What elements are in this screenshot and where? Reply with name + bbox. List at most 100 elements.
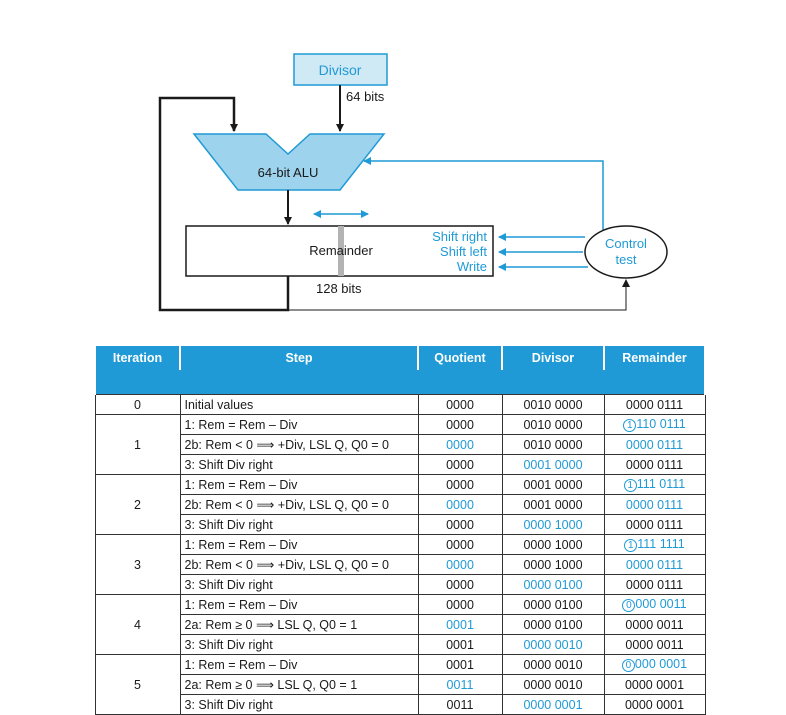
cell-iteration: 0: [94, 394, 181, 415]
cell-step: Initial values: [179, 394, 419, 415]
cell-quotient: 0000: [417, 514, 503, 535]
cell-divisor: 0000 1000: [501, 534, 605, 555]
remainder-value: 0000 0111: [625, 437, 684, 452]
control-label-line2: test: [616, 252, 637, 267]
control-to-alu-signal: [363, 157, 604, 230]
cell-divisor: 0000 0100: [501, 614, 605, 635]
cell-quotient: 0001: [417, 634, 503, 655]
remainder-value: 0000 0111: [625, 517, 684, 532]
cell-step: 1: Rem = Rem – Div: [179, 654, 419, 675]
cell-remainder: 0000 0011: [603, 634, 706, 655]
cell-step: 2b: Rem < 0 ⟹ +Div, LSL Q, Q0 = 0: [179, 554, 419, 575]
cell-step: 2b: Rem < 0 ⟹ +Div, LSL Q, Q0 = 0: [179, 494, 419, 515]
header-divisor: Divisor: [501, 346, 605, 370]
remainder-value: 0000 0111: [625, 457, 684, 472]
circled-sign-bit: 1: [623, 479, 637, 492]
remainder-value: 0000 0111: [625, 557, 684, 572]
division-hardware-diagram: Divisor 64 bits 64-bit ALU Remainder Shi…: [158, 53, 668, 312]
remainder-bits-label: 128 bits: [316, 281, 362, 296]
cell-quotient: 0000: [417, 414, 503, 435]
cell-remainder: 0000 0001: [603, 674, 706, 695]
table-header-row: Iteration Step Quotient Divisor Remainde…: [94, 346, 706, 370]
header-spacer: [94, 370, 706, 395]
divisor-bits-label: 64 bits: [346, 89, 385, 104]
cell-quotient: 0000: [417, 454, 503, 475]
circled-sign-bit: 1: [623, 419, 637, 432]
control-test-unit: [584, 225, 668, 279]
cell-iteration: 2: [94, 474, 181, 535]
remainder-value: 0000 0111: [625, 577, 684, 592]
cell-quotient: 0000: [417, 474, 503, 495]
cell-step: 2a: Rem ≥ 0 ⟹ LSL Q, Q0 = 1: [179, 674, 419, 695]
cell-step: 3: Shift Div right: [179, 574, 419, 595]
shift-right-label: Shift right: [432, 229, 487, 244]
cell-divisor: 0000 0010: [501, 654, 605, 675]
cell-quotient: 0011: [417, 694, 503, 715]
cell-divisor: 0001 0000: [501, 454, 605, 475]
alu: [192, 133, 386, 191]
cell-step: 1: Rem = Rem – Div: [179, 534, 419, 555]
cell-quotient: 0000: [417, 574, 503, 595]
cell-step: 2a: Rem ≥ 0 ⟹ LSL Q, Q0 = 1: [179, 614, 419, 635]
circled-sign-bit: 0: [621, 659, 635, 672]
remainder-value: 111 0111: [636, 477, 686, 491]
header-remainder: Remainder: [603, 346, 706, 370]
cell-iteration: 5: [94, 654, 181, 715]
cell-step: 3: Shift Div right: [179, 454, 419, 475]
remainder-label: Remainder: [309, 243, 373, 258]
circled-sign-bit: 1: [624, 539, 638, 552]
cell-quotient: 0000: [417, 394, 503, 415]
cell-remainder: 0000 0001: [603, 694, 706, 715]
cell-divisor: 0000 0010: [501, 634, 605, 655]
cell-iteration: 4: [94, 594, 181, 655]
remainder-value: 0000 0111: [625, 397, 684, 412]
remainder-value: 111 1111: [637, 537, 685, 551]
alu-label: 64-bit ALU: [258, 165, 319, 180]
header-step: Step: [179, 346, 419, 370]
cell-step: 1: Rem = Rem – Div: [179, 594, 419, 615]
remainder-value: 0000 0001: [624, 677, 685, 692]
cell-step: 3: Shift Div right: [179, 514, 419, 535]
divisor-label: Divisor: [319, 62, 362, 78]
cell-iteration: 3: [94, 534, 181, 595]
cell-remainder: 0000 0111: [603, 574, 706, 595]
cell-divisor: 0000 0001: [501, 694, 605, 715]
divisor-register: [293, 53, 388, 86]
cell-quotient: 0000: [417, 554, 503, 575]
cell-remainder: 0000 0011: [603, 614, 706, 635]
cell-divisor: 0000 0100: [501, 574, 605, 595]
cell-quotient: 0000: [417, 494, 503, 515]
cell-remainder: 0000 0111: [603, 554, 706, 575]
cell-divisor: 0000 0010: [501, 674, 605, 695]
remainder-value: 000 0001: [634, 657, 688, 671]
remainder-split-bar: [338, 226, 344, 276]
cell-quotient: 0011: [417, 674, 503, 695]
cell-remainder: 0000 0111: [603, 494, 706, 515]
remainder-to-control-arrow: [288, 279, 630, 311]
cell-divisor: 0010 0000: [501, 394, 605, 415]
cell-remainder: 0000 0111: [603, 454, 706, 475]
cell-step: 3: Shift Div right: [179, 634, 419, 655]
cell-remainder: 0000 0111: [603, 394, 706, 415]
remainder-value: 000 0011: [635, 597, 687, 611]
shift-left-label: Shift left: [440, 244, 487, 259]
cell-quotient: 0000: [417, 534, 503, 555]
cell-quotient: 0000: [417, 434, 503, 455]
remainder-value: 0000 0011: [625, 637, 684, 652]
remainder-value: 110 0111: [636, 417, 686, 431]
